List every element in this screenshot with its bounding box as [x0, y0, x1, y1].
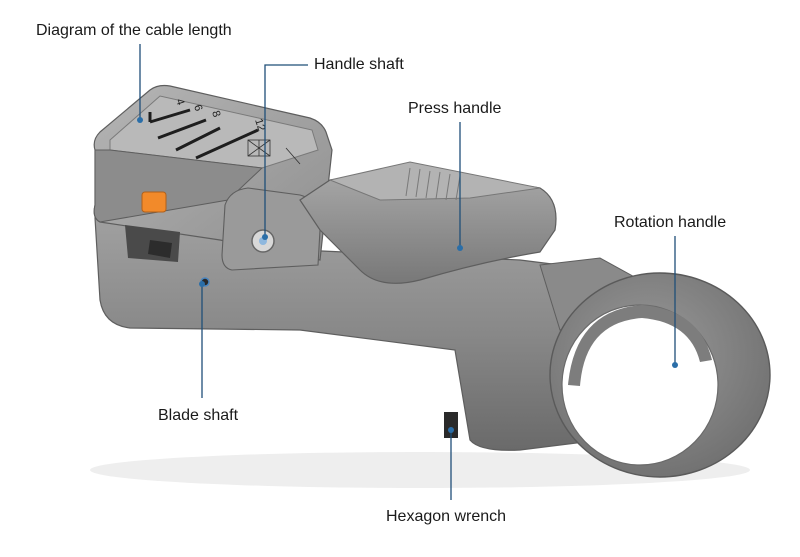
- scale-mark-8: 8: [209, 109, 222, 119]
- scale-mark-4: 4: [173, 97, 186, 107]
- scale-mark-12: 12: [252, 117, 267, 132]
- rotation-handle-hole: [561, 304, 719, 466]
- cable-length-scale: [148, 108, 259, 160]
- housing-front-face: [93, 149, 264, 223]
- callout-hex-wrench: Hexagon wrench: [386, 508, 507, 525]
- press-handle-top: [328, 161, 541, 201]
- cable-scale-labels: 4 6 8 12: [173, 97, 267, 132]
- ring-inner-band: [568, 305, 712, 386]
- leader-dot-rotation-handle: [672, 362, 678, 368]
- callout-rotation-handle: Rotation handle: [614, 214, 727, 231]
- callout-press-handle: Press handle: [408, 100, 502, 117]
- leader-handle-shaft: [264, 64, 308, 237]
- orange-lock-button: [141, 191, 167, 213]
- press-handle-grip-ridges: [405, 167, 461, 201]
- leader-dot-press-handle: [457, 245, 463, 251]
- callout-leaders: [137, 44, 678, 500]
- callout-blade-shaft: Blade shaft: [158, 407, 239, 424]
- leader-dot-blade-shaft: [199, 281, 205, 287]
- ground-shadow: [90, 452, 750, 488]
- callout-handle-shaft: Handle shaft: [314, 56, 404, 73]
- scale-mark-6: 6: [191, 103, 204, 113]
- press-handle: [299, 169, 557, 284]
- leader-dot-diagram: [137, 117, 143, 123]
- callout-diagram: Diagram of the cable length: [36, 22, 232, 39]
- hex-wrench-slot: [444, 412, 458, 438]
- blade-slot-inner: [148, 240, 172, 258]
- leader-dot-handle-shaft: [262, 234, 268, 240]
- cable-symbol-icon: [247, 139, 301, 165]
- leader-dot-hex-wrench: [448, 427, 454, 433]
